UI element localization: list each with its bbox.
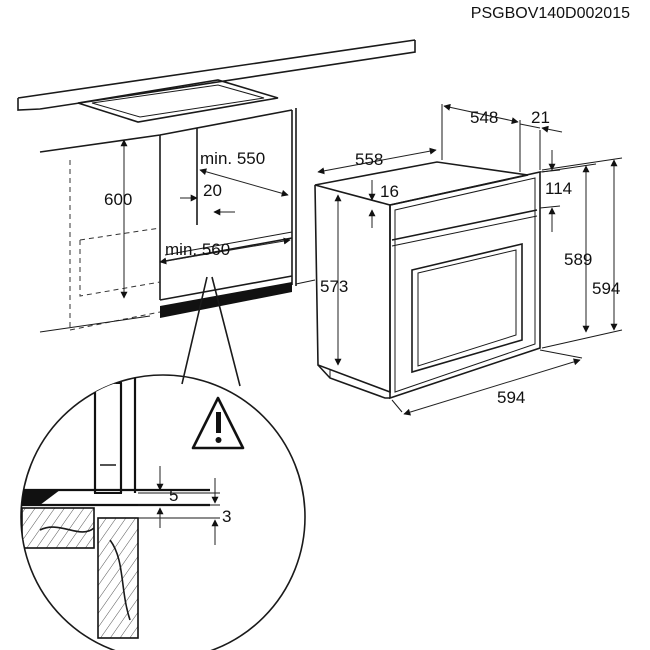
oven-depth-label: 548 (470, 108, 498, 127)
warning-triangle-icon (191, 396, 245, 450)
cab-height-label: 600 (104, 190, 132, 209)
inner-height-label: 589 (564, 250, 592, 269)
oven-dimensions: 548 21 558 16 573 114 589 594 594 (317, 103, 623, 416)
total-height-label: 594 (592, 279, 620, 298)
panel-offset-label: 16 (380, 182, 399, 201)
detail-callout: 5 3 (20, 276, 306, 650)
cab-gap-label: 20 (203, 181, 222, 200)
oven-door-dimline (519, 123, 541, 129)
oven-top-width-dimline (317, 147, 437, 175)
gap5-label: 5 (169, 486, 178, 505)
detail-circle (20, 374, 306, 650)
drawing-code: PSGBOV140D002015 (471, 5, 630, 22)
cab-width-dimline (159, 237, 291, 265)
oven-door-label: 21 (531, 108, 550, 127)
cab-width-label: min. 560 (165, 240, 230, 259)
panel-height-label: 114 (545, 179, 572, 198)
total-width-dimline (403, 358, 581, 416)
body-height-label: 573 (320, 277, 348, 296)
cabinet-dimensions: 600 min. 550 20 min. 560 (104, 139, 291, 299)
cab-depth-label: min. 550 (200, 149, 265, 168)
oven-top-width-label: 558 (355, 150, 383, 169)
oven (314, 161, 541, 400)
total-width-label: 594 (497, 388, 525, 407)
cab-depth-dimline (199, 168, 289, 197)
gap3-label: 3 (222, 507, 231, 526)
oven-depth-dimline (443, 103, 519, 125)
